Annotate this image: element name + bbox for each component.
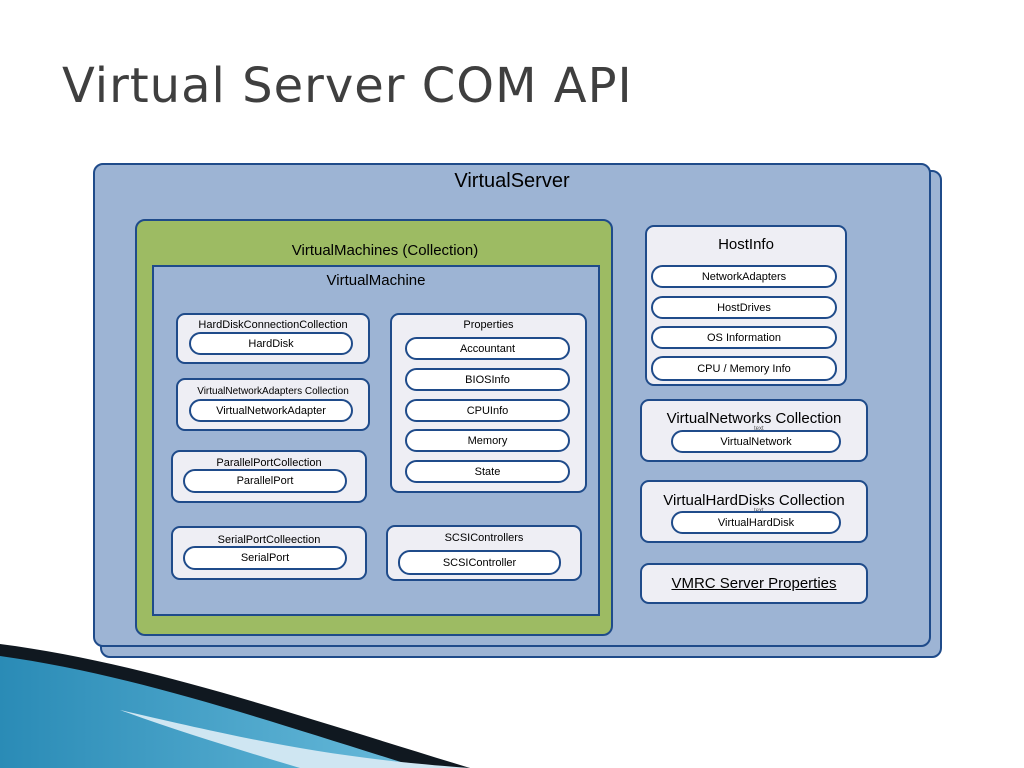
virtual-network-adapter-item: VirtualNetworkAdapter <box>189 399 353 422</box>
virtual-network-item: VirtualNetwork <box>671 430 841 453</box>
serial-port-collection-label: SerialPortColleection <box>217 534 321 546</box>
property-accountant: Accountant <box>405 337 570 360</box>
hard-disk-item: HardDisk <box>189 332 353 355</box>
parallel-port-collection-label: ParallelPortCollection <box>216 457 322 469</box>
virtual-machine-label: VirtualMachine <box>326 272 426 289</box>
virtual-hard-disk-item: VirtualHardDisk <box>671 511 841 534</box>
scsi-controller-item: SCSIController <box>398 550 561 575</box>
vmrc-server-properties-box: VMRC Server Properties <box>640 563 868 604</box>
slide-title: Virtual Server COM API <box>62 58 633 114</box>
virtual-hard-disks-collection-label: VirtualHardDisks Collection <box>663 492 845 509</box>
host-info-label: HostInfo <box>718 236 774 253</box>
network-adapters-collection-label: VirtualNetworkAdapters Collection <box>197 386 349 397</box>
property-memory: Memory <box>405 429 570 452</box>
hard-disk-connection-collection-label: HardDiskConnectionCollection <box>198 319 348 331</box>
virtual-networks-collection-label: VirtualNetworks Collection <box>666 410 842 427</box>
host-drives-item: HostDrives <box>651 296 837 319</box>
host-network-adapters-item: NetworkAdapters <box>651 265 837 288</box>
property-state: State <box>405 460 570 483</box>
serial-port-item: SerialPort <box>183 546 347 570</box>
virtual-server-label: VirtualServer <box>454 170 570 192</box>
property-biosinfo: BIOSInfo <box>405 368 570 391</box>
properties-label: Properties <box>463 319 514 331</box>
scsi-controllers-label: SCSIControllers <box>444 532 524 544</box>
virtual-machines-collection-label: VirtualMachines (Collection) <box>291 242 479 259</box>
property-cpuinfo: CPUInfo <box>405 399 570 422</box>
cpu-memory-info-item: CPU / Memory Info <box>651 356 837 381</box>
virtual-networks-small-text: text <box>754 426 764 432</box>
vmrc-server-properties-label: VMRC Server Properties <box>671 575 837 592</box>
parallel-port-item: ParallelPort <box>183 469 347 493</box>
os-information-item: OS Information <box>651 326 837 349</box>
decorative-swoosh <box>0 644 470 768</box>
